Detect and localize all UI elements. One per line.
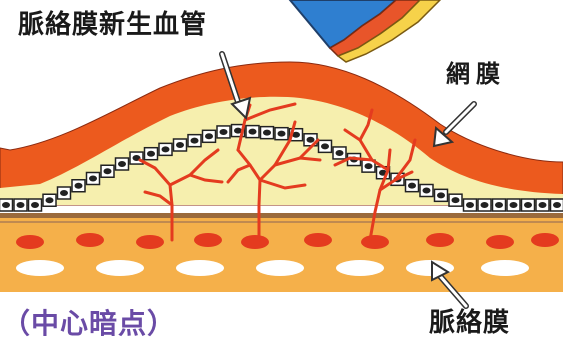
choroid-capillary [361,235,389,249]
choroid-white-cell [16,260,64,276]
choroid-arrow [431,260,469,309]
choroid-capillary [194,233,222,247]
choroid-capillary [426,233,454,247]
rpe-cell [535,198,550,212]
rpe-cell [462,198,478,212]
choroid-capillary [486,235,514,249]
rpe-cell [85,171,101,186]
choroid-white-cells [16,260,529,276]
rpe-cell [114,157,130,171]
choroid-layer [0,216,563,292]
rpe-cell [491,198,507,212]
choroid-capillary [76,233,104,247]
rpe-cell [317,139,333,154]
rpe-cell [0,198,14,212]
rpe-cell [187,133,202,148]
retina-inner-layer [0,96,563,205]
rpe-cell [13,198,28,212]
rpe-cell [100,164,115,178]
rpe-cell [477,198,492,212]
rpe-cell [332,146,347,160]
choroid-white-cell [176,260,224,276]
rpe-cell [404,178,420,193]
rpe-cell [419,183,434,198]
rpe-cell [520,198,536,212]
neovascular-vessels [138,102,417,242]
rpe-cell [433,188,449,203]
central-scotoma-label: （中心暗点） [2,307,177,340]
rpe-cell [448,193,463,207]
rpe-cell [42,193,57,207]
rpe-cell [259,125,275,140]
choroid-white-cell [336,260,384,276]
retina-label: 網膜 [446,60,506,88]
rpe-cell [216,125,231,139]
choroid-label: 脈絡膜 [429,308,511,338]
cnv-arrow [219,51,252,121]
choroid-capillary [304,233,332,247]
rpe-cell [201,129,217,144]
rpe-cell [274,126,289,141]
choroid-white-cell [256,260,304,276]
rpe-cell [71,179,86,193]
rpe-cell [506,198,521,212]
retina-arrow [432,101,477,148]
rpe-cell [56,186,72,200]
rpe-cell [172,138,188,152]
rpe-cell [361,159,376,173]
cnv-label: 脈絡膜新生血管 [18,10,208,40]
rpe-cell [27,198,43,212]
choroid-vessels [16,233,559,249]
choroid-capillary [136,235,164,249]
bruchs-membrane [0,213,563,218]
rpe-cell [549,198,563,212]
rpe-cell [158,142,173,157]
rpe-cell [245,124,260,139]
choroid-capillary [16,235,44,249]
rpe-cell [143,146,159,161]
choroid-white-cell [481,260,529,276]
eye-lens-fragment [288,0,442,63]
choroid-capillary [241,235,269,249]
choroid-white-cell [96,260,144,276]
choroid-capillary [531,233,559,247]
